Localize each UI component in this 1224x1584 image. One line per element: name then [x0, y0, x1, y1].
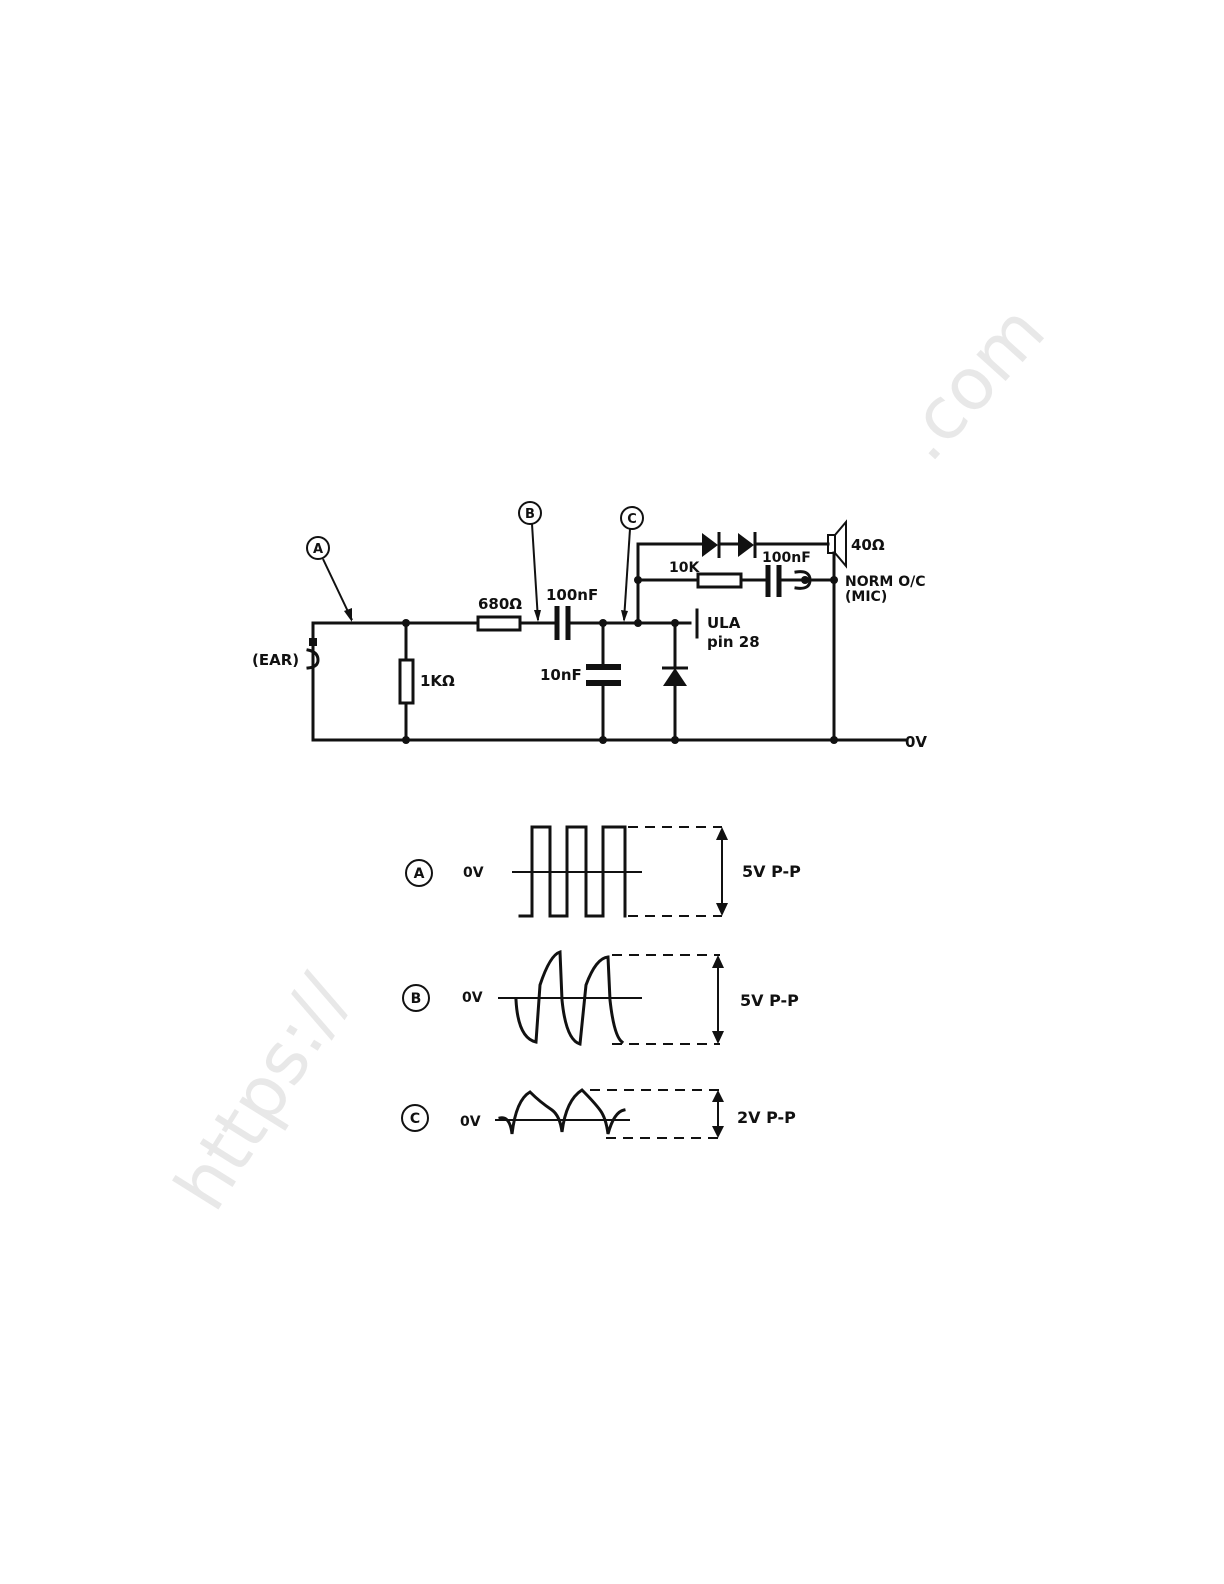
- ground-label: 0V: [905, 733, 927, 751]
- node-marker-b: B: [519, 502, 541, 622]
- ear-label: (EAR): [252, 651, 299, 669]
- r2-label: 680Ω: [478, 595, 522, 613]
- r1-label: 1KΩ: [420, 672, 455, 690]
- node-marker-a: A: [307, 537, 352, 622]
- capacitor-100nf: [557, 606, 568, 640]
- diode-2-icon: [738, 532, 755, 558]
- svg-text:C: C: [627, 512, 637, 527]
- speaker-icon: [828, 522, 846, 566]
- waveform-b-zero-label: 0V: [462, 990, 483, 1006]
- ula-label: ULA: [707, 614, 741, 632]
- watermark: https:// .com: [158, 289, 1061, 1224]
- waveform-c: C 0V 2V P-P: [402, 1090, 796, 1138]
- waveform-a: A 0V 5V P-P: [406, 827, 801, 916]
- mic-label-2: (MIC): [845, 589, 887, 605]
- waveform-b-marker: B: [411, 991, 422, 1007]
- speaker-label: 40Ω: [851, 536, 885, 554]
- clamp-diode-icon: [662, 668, 688, 686]
- waveform-c-marker: C: [410, 1111, 420, 1127]
- waveform-a-amplitude: 5V P-P: [742, 862, 801, 881]
- resistor-1k: [400, 660, 413, 703]
- c3-label: 100nF: [762, 550, 811, 566]
- resistor-680: [478, 617, 520, 630]
- waveform-a-zero-label: 0V: [463, 865, 484, 881]
- capacitor-10nf: [586, 667, 621, 683]
- waveform-b-amplitude: 5V P-P: [740, 991, 799, 1010]
- waveform-a-marker: A: [414, 866, 425, 882]
- svg-text:A: A: [313, 542, 323, 557]
- c2-label: 10nF: [540, 666, 582, 684]
- c1-label: 100nF: [546, 586, 598, 604]
- waveform-c-amplitude: 2V P-P: [737, 1108, 796, 1127]
- waveform-b: B 0V 5V P-P: [403, 952, 799, 1044]
- r3-label: 10K: [669, 560, 700, 576]
- capacitor-100nf-mic: [768, 565, 779, 597]
- node-marker-c: C: [621, 507, 643, 622]
- circuit-schematic: (EAR) 1KΩ 680Ω 100nF 10nF: [252, 502, 927, 751]
- watermark-right: .com: [880, 289, 1061, 476]
- waveform-c-zero-label: 0V: [460, 1114, 481, 1130]
- mic-label-1: NORM O/C: [845, 574, 926, 590]
- resistor-10k: [698, 574, 741, 587]
- ula-pin-label: pin 28: [707, 633, 760, 651]
- diode-1-icon: [702, 532, 719, 558]
- svg-text:B: B: [525, 507, 535, 522]
- watermark-left: https://: [158, 960, 366, 1224]
